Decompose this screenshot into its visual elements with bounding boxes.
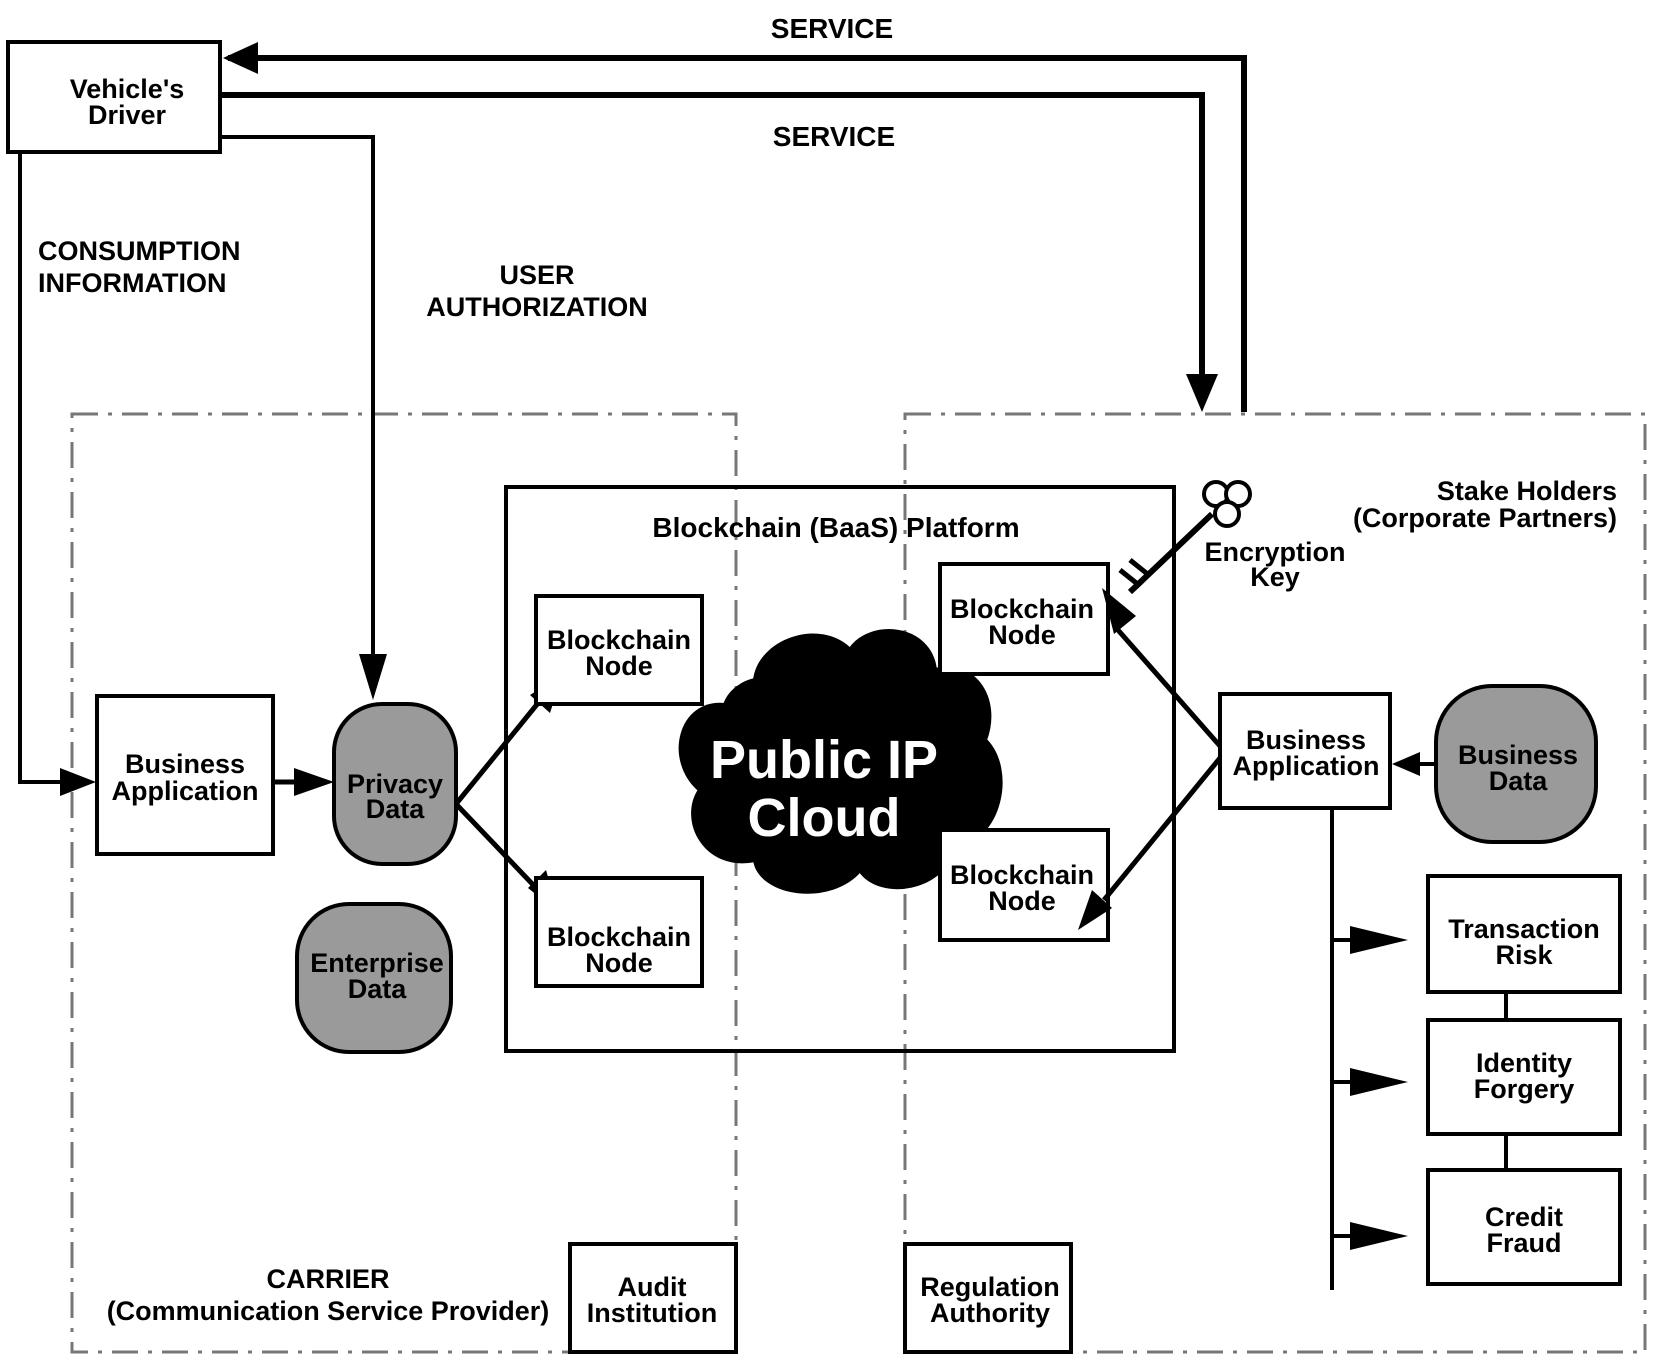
identity-forgery-box [1426,1018,1622,1136]
enterprise-data-line1: Enterprise [310,948,444,978]
regulation-authority-box [903,1242,1073,1354]
credit-fraud-line1: Credit [1485,1202,1563,1232]
left-bottom-blockchain-node [534,876,704,988]
encryption-key-label-line2: Key [1250,562,1300,592]
privacy-data-line2: Data [366,794,426,824]
service-mid-line [220,92,1205,380]
carrier-label-line1: CARRIER [266,1264,389,1294]
privacy-data-cylinder [332,702,458,866]
transaction-risk-line2: Risk [1495,940,1553,970]
user-authorization-label-line1: USER [499,260,574,290]
service-top-label: SERVICE [771,13,893,44]
user-authorization-arrowhead [359,654,387,700]
service-mid-arrowhead [1186,374,1218,412]
service-mid-label: SERVICE [773,121,895,152]
risk-branch-1-arrowhead [1350,926,1408,954]
transaction-risk-line1: Transaction [1448,914,1600,944]
encryption-key-shaft [1127,511,1215,595]
identity-forgery-line1: Identity [1476,1048,1572,1078]
vehicles-driver-box [6,40,222,154]
right-bottom-node-line2: Node [988,886,1056,916]
driver-label-line2: Driver [88,100,167,130]
encryption-key-label-line1: Encryption [1204,537,1345,567]
left-top-node-line1: Blockchain [547,625,691,655]
business-data-to-app-arrowhead [1392,752,1420,776]
right-top-blockchain-node [938,562,1110,676]
enterprise-data-cylinder [295,902,453,1054]
user-authorization-line [220,135,375,660]
right-business-application-box [1218,692,1392,810]
stakeholders-label-line1: Stake Holders [1437,476,1617,506]
left-business-application-box [95,694,275,856]
risk-branch-3-arrowhead [1350,1222,1408,1250]
privacy-to-top-node-line [454,695,545,806]
consumption-label-line1: CONSUMPTION [38,236,241,266]
left-business-application-line1: Business [125,749,245,779]
left-bottom-node-line1: Blockchain [547,922,691,952]
app-to-right-bottom-node-line [1102,756,1222,902]
carrier-label-line2: (Communication Service Provider) [107,1296,550,1326]
right-top-node-line1: Blockchain [950,594,1094,624]
audit-institution-line2: Institution [587,1298,717,1328]
risk-branch-2-arrowhead [1350,1068,1408,1096]
left-top-blockchain-node [534,594,704,706]
cloud-label-line1: Public IP [710,730,938,790]
public-ip-cloud [678,629,1003,894]
audit-institution-line1: Audit [618,1272,687,1302]
privacy-data-line1: Privacy [347,769,443,799]
right-business-application-line1: Business [1246,725,1366,755]
left-business-application-line2: Application [112,776,259,806]
stakeholders-label-line2: (Corporate Partners) [1353,503,1617,533]
identity-forgery-line2: Forgery [1474,1074,1575,1104]
right-bottom-blockchain-node [938,828,1110,942]
service-top-line [228,55,1247,412]
service-top-arrowhead [223,42,258,74]
consumption-arrowhead [60,768,96,796]
cloud-label-line2: Cloud [748,788,901,848]
user-authorization-label-line2: AUTHORIZATION [426,292,647,322]
privacy-to-bottom-node-line [454,802,542,894]
app-to-privacy-arrowhead [294,768,334,796]
regulation-authority-line1: Regulation [920,1272,1060,1302]
encryption-key-tooth-1 [1118,568,1142,588]
audit-institution-box [568,1242,738,1354]
consumption-label-line2: INFORMATION [38,268,226,298]
left-top-node-line2: Node [585,651,653,681]
enterprise-data-line2: Data [348,974,408,1004]
encryption-key-ring-3 [1213,500,1241,528]
platform-title: Blockchain (BaaS) Platform [652,512,1019,543]
credit-fraud-box [1426,1168,1622,1286]
right-bottom-node-line1: Blockchain [950,860,1094,890]
app-to-right-top-node-arrowhead [1102,588,1136,634]
business-data-line1: Business [1458,740,1578,770]
transaction-risk-box [1426,874,1622,994]
blockchain-platform-box [504,485,1176,1053]
right-business-application-line2: Application [1233,751,1380,781]
consumption-line [18,152,70,784]
encryption-key-tooth-2 [1128,558,1152,578]
app-to-right-top-node-line [1116,628,1222,748]
app-to-right-bottom-node-arrowhead [1078,890,1112,930]
regulation-authority-line2: Authority [930,1298,1050,1328]
driver-label-line1: Vehicle's [70,74,185,104]
business-data-line2: Data [1489,766,1549,796]
left-bottom-node-line2: Node [585,948,653,978]
right-top-node-line2: Node [988,620,1056,650]
credit-fraud-line2: Fraud [1486,1228,1561,1258]
